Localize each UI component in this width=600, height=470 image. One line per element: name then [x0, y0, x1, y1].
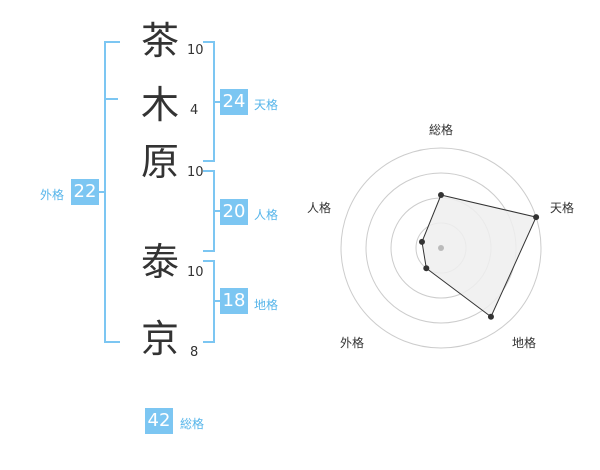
gaikaku-label: 外格	[40, 188, 65, 202]
name-char-3: 原	[141, 140, 180, 184]
radar-polygon	[421, 194, 537, 318]
name-char-1-strokes: 10	[187, 43, 204, 58]
name-char-4-strokes: 10	[187, 265, 204, 280]
name-char-1: 茶	[141, 19, 180, 63]
name-char-4: 泰	[141, 240, 180, 284]
name-char-5: 京	[141, 317, 180, 361]
name-char-3-strokes: 10	[187, 165, 204, 180]
radar-point-2	[487, 313, 494, 320]
radar-label-tenkaku: 天格	[550, 200, 574, 215]
radar-point-3	[423, 265, 430, 272]
radar-label-gaikaku: 外格	[340, 335, 364, 350]
gaikaku-score-badge: 22	[71, 179, 99, 205]
jinkaku-score-badge: 20	[220, 199, 248, 225]
name-char-2: 木	[141, 83, 180, 127]
name-char-5-strokes: 8	[190, 345, 199, 360]
radar-point-0	[438, 192, 444, 198]
chikaku-score-badge: 18	[220, 288, 248, 314]
radar-label-chikaku: 地格	[512, 335, 536, 350]
chikaku-label: 地格	[254, 298, 279, 312]
tenkaku-score-badge: 24	[220, 89, 248, 115]
radar-point-4	[418, 238, 425, 245]
soukaku-label: 総格	[180, 417, 205, 431]
tenkaku-connector	[213, 101, 221, 103]
radar-ring-4	[340, 147, 542, 349]
soukaku-score-badge: 42	[145, 408, 173, 434]
radar-dots	[418, 192, 540, 320]
gaikaku-connector	[98, 191, 104, 193]
radar-center-dot	[438, 245, 444, 251]
gaikaku-bracket-mid-tick	[104, 98, 118, 100]
radar-point-1	[533, 214, 540, 221]
jinkaku-connector	[213, 210, 221, 212]
name-char-2-strokes: 4	[190, 103, 199, 118]
radar-label-soukaku: 総格	[429, 122, 453, 137]
gaikaku-bracket	[104, 41, 120, 343]
jinkaku-label: 人格	[254, 208, 279, 222]
radar-label-jinkaku: 人格	[307, 200, 331, 215]
tenkaku-label: 天格	[254, 98, 279, 112]
chikaku-connector	[213, 300, 221, 302]
